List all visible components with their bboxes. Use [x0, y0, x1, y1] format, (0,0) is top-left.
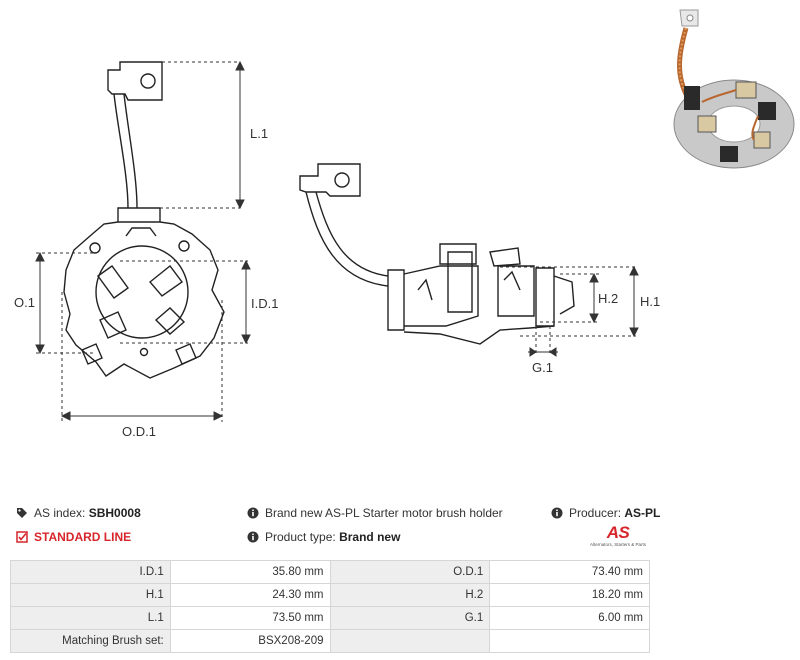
info-icon — [247, 531, 259, 543]
standard-line-row: STANDARD LINE — [16, 530, 131, 544]
spec-value: 73.40 mm — [489, 560, 650, 584]
spec-value: BSX208-209 — [169, 629, 331, 653]
product-type-row: Product type: Brand new — [247, 530, 400, 544]
as-index-value: SBH0008 — [88, 506, 141, 520]
dim-label-id1: I.D.1 — [251, 296, 278, 311]
spec-value: 24.30 mm — [169, 583, 331, 607]
spec-value: 35.80 mm — [169, 560, 331, 584]
as-index-row: AS index: SBH0008 — [16, 506, 141, 520]
dim-label-h2: H.2 — [598, 291, 618, 306]
spec-value: 6.00 mm — [489, 606, 650, 630]
dim-label-o1: O.1 — [14, 295, 35, 310]
producer-value: AS-PL — [624, 506, 661, 520]
producer-row: Producer: AS-PL — [551, 506, 660, 520]
logo-tagline: Alternators, Starters & Parts — [589, 542, 647, 547]
spec-label: I.D.1 — [10, 560, 171, 584]
product-type-value: Brand new — [339, 530, 401, 544]
product-photo — [658, 6, 796, 176]
spec-label: Matching Brush set: — [10, 629, 171, 653]
spec-label: H.1 — [10, 583, 171, 607]
dim-label-od1: O.D.1 — [122, 424, 156, 439]
dim-label-l1: L.1 — [250, 126, 268, 141]
spec-value: 73.50 mm — [169, 606, 331, 630]
info-icon — [247, 507, 259, 519]
info-icon — [551, 507, 563, 519]
technical-drawing: L.1 O.1 I.D.1 O.D.1 H.1 H.2 G.1 — [14, 60, 660, 439]
logo-mark: AS — [606, 523, 630, 542]
spec-label — [329, 629, 491, 653]
tag-icon — [16, 507, 28, 519]
spec-row: Matching Brush set:BSX208-209 — [10, 629, 650, 653]
spec-label: O.D.1 — [329, 560, 491, 584]
as-index-label: AS index: — [34, 506, 86, 520]
dim-label-g1: G.1 — [532, 360, 553, 375]
product-description: Brand new AS-PL Starter motor brush hold… — [265, 506, 503, 520]
spec-label: L.1 — [10, 606, 171, 630]
spec-value — [489, 629, 650, 653]
spec-value: 18.20 mm — [489, 583, 650, 607]
as-pl-logo: AS Alternators, Starters & Parts — [586, 524, 650, 554]
spec-label: G.1 — [329, 606, 491, 630]
checkbox-checked-icon — [16, 531, 28, 543]
spec-label: H.2 — [329, 583, 491, 607]
standard-line-label: STANDARD LINE — [34, 530, 132, 544]
dim-label-h1: H.1 — [640, 294, 660, 309]
description-row: Brand new AS-PL Starter motor brush hold… — [247, 506, 503, 520]
product-type-label: Product type: — [265, 530, 336, 544]
producer-label: Producer: — [569, 506, 622, 520]
